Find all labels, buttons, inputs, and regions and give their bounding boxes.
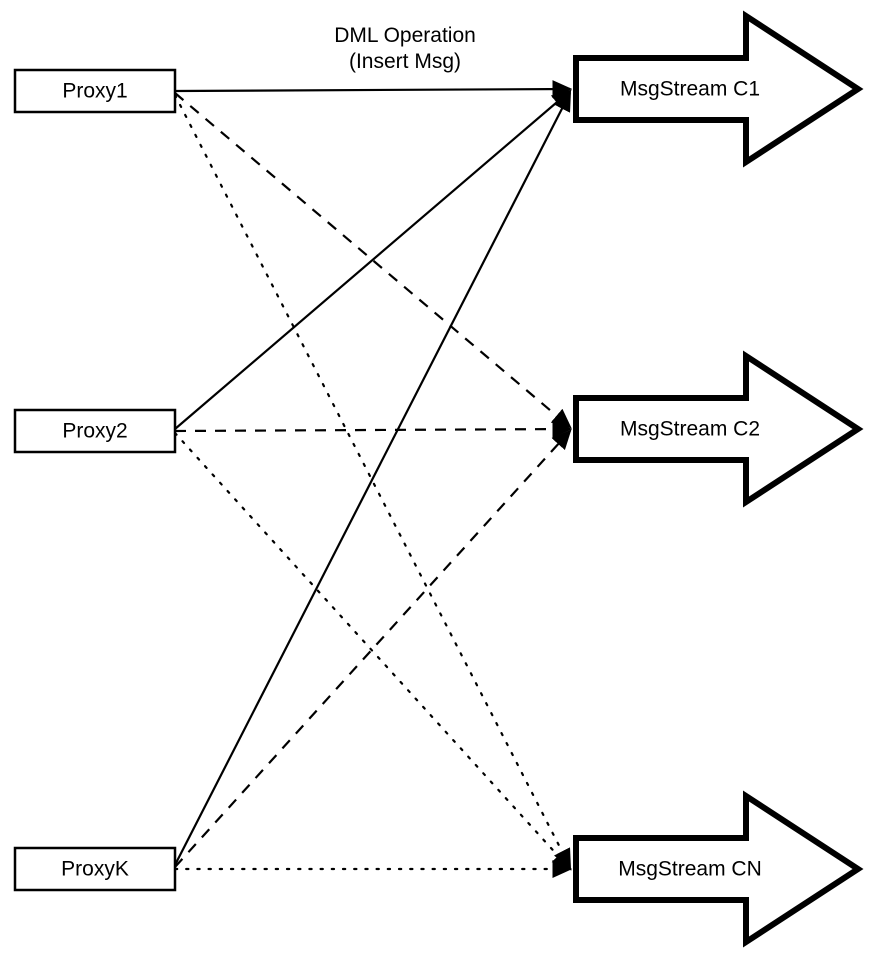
- stream-label-stream-cn: MsgStream CN: [618, 858, 762, 881]
- edge-p2-cn: [173, 431, 572, 871]
- streams-layer: MsgStream C1 MsgStream C2 MsgStream CN: [573, 10, 864, 948]
- proxy-node-proxy2[interactable]: Proxy2: [13, 408, 177, 454]
- edge-p2-c1: [174, 89, 572, 430]
- edge-pk-c2: [174, 429, 572, 868]
- edge-p1-c1: [174, 80, 573, 99]
- edge-p2-c2: [174, 420, 573, 439]
- stream-arrow-shape-stream-c2[interactable]: [573, 350, 864, 508]
- stream-arrow-shape-stream-c1[interactable]: [573, 10, 864, 168]
- stream-label-stream-c2: MsgStream C2: [620, 418, 760, 441]
- stream-node-stream-c1[interactable]: MsgStream C1: [573, 10, 864, 168]
- proxy-node-proxy1[interactable]: Proxy1: [13, 68, 177, 114]
- edge-caption-line-2: (Insert Msg): [349, 50, 461, 73]
- edges-layer: [173, 80, 573, 879]
- edge-p1-cn: [173, 93, 572, 869]
- proxy-box-proxy2[interactable]: [13, 408, 177, 454]
- proxy-label-proxy2: Proxy2: [62, 420, 127, 443]
- proxy-box-proxyK[interactable]: [13, 846, 177, 892]
- proxy-label-proxy1: Proxy1: [62, 80, 127, 103]
- proxy-label-proxyK: ProxyK: [61, 858, 129, 881]
- proxy-node-proxyK[interactable]: ProxyK: [13, 846, 177, 892]
- edge-pk-c1: [174, 91, 572, 866]
- stream-node-stream-c2[interactable]: MsgStream C2: [573, 350, 864, 508]
- proxy-box-proxy1[interactable]: [13, 68, 177, 114]
- edge-caption-line-1: DML Operation: [334, 24, 476, 47]
- edge-p1-c2: [174, 92, 572, 429]
- stream-label-stream-c1: MsgStream C1: [620, 78, 760, 101]
- stream-arrow-shape-stream-cn[interactable]: [573, 790, 864, 948]
- stream-node-stream-cn[interactable]: MsgStream CN: [573, 790, 864, 948]
